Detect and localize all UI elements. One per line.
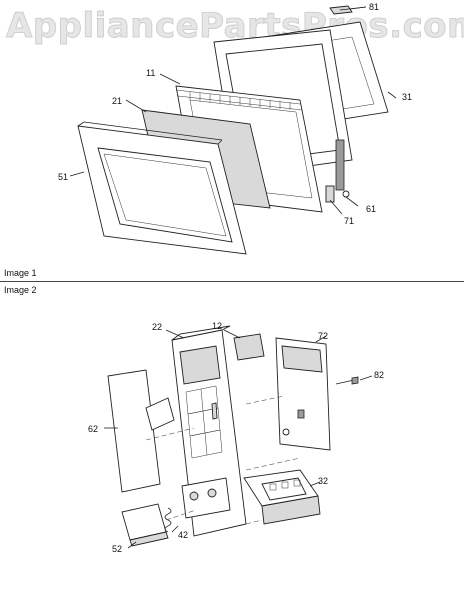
callout-32: 32 bbox=[318, 476, 328, 486]
part-61-hinge bbox=[335, 139, 350, 198]
callout-51: 51 bbox=[58, 172, 68, 182]
callout-42: 42 bbox=[178, 530, 188, 540]
part-12-label bbox=[233, 333, 265, 361]
part-42-spring bbox=[164, 507, 172, 533]
callout-12: 12 bbox=[212, 321, 222, 331]
callout-72: 72 bbox=[318, 331, 328, 341]
callout-22: 22 bbox=[152, 322, 162, 332]
callout-31: 31 bbox=[402, 92, 412, 102]
leader-lines-image2 bbox=[104, 329, 373, 549]
part-81-bracket bbox=[329, 5, 367, 15]
callout-21: 21 bbox=[112, 96, 122, 106]
part-82-screw bbox=[335, 376, 359, 385]
part-32-switch-block bbox=[243, 469, 321, 525]
leader-lines-image1 bbox=[69, 6, 397, 215]
callout-82: 82 bbox=[374, 370, 384, 380]
assembly-dashed-lines bbox=[145, 395, 301, 525]
callout-62: 62 bbox=[88, 424, 98, 434]
callout-71: 71 bbox=[344, 216, 354, 226]
section-label-image2: Image 2 bbox=[4, 285, 37, 295]
callout-52: 52 bbox=[112, 544, 122, 554]
part-62-membrane bbox=[107, 369, 175, 493]
section-label-image1: Image 1 bbox=[4, 268, 37, 278]
part-51-outer-door bbox=[77, 121, 247, 255]
part-71-latch bbox=[325, 185, 335, 203]
callout-61: 61 bbox=[366, 204, 376, 214]
part-52-button bbox=[121, 503, 169, 547]
part-72-circuit-board bbox=[275, 337, 331, 451]
part-22-control-panel bbox=[171, 325, 247, 537]
callout-81: 81 bbox=[369, 2, 379, 12]
section-divider bbox=[0, 281, 464, 282]
callout-11: 11 bbox=[146, 68, 155, 78]
